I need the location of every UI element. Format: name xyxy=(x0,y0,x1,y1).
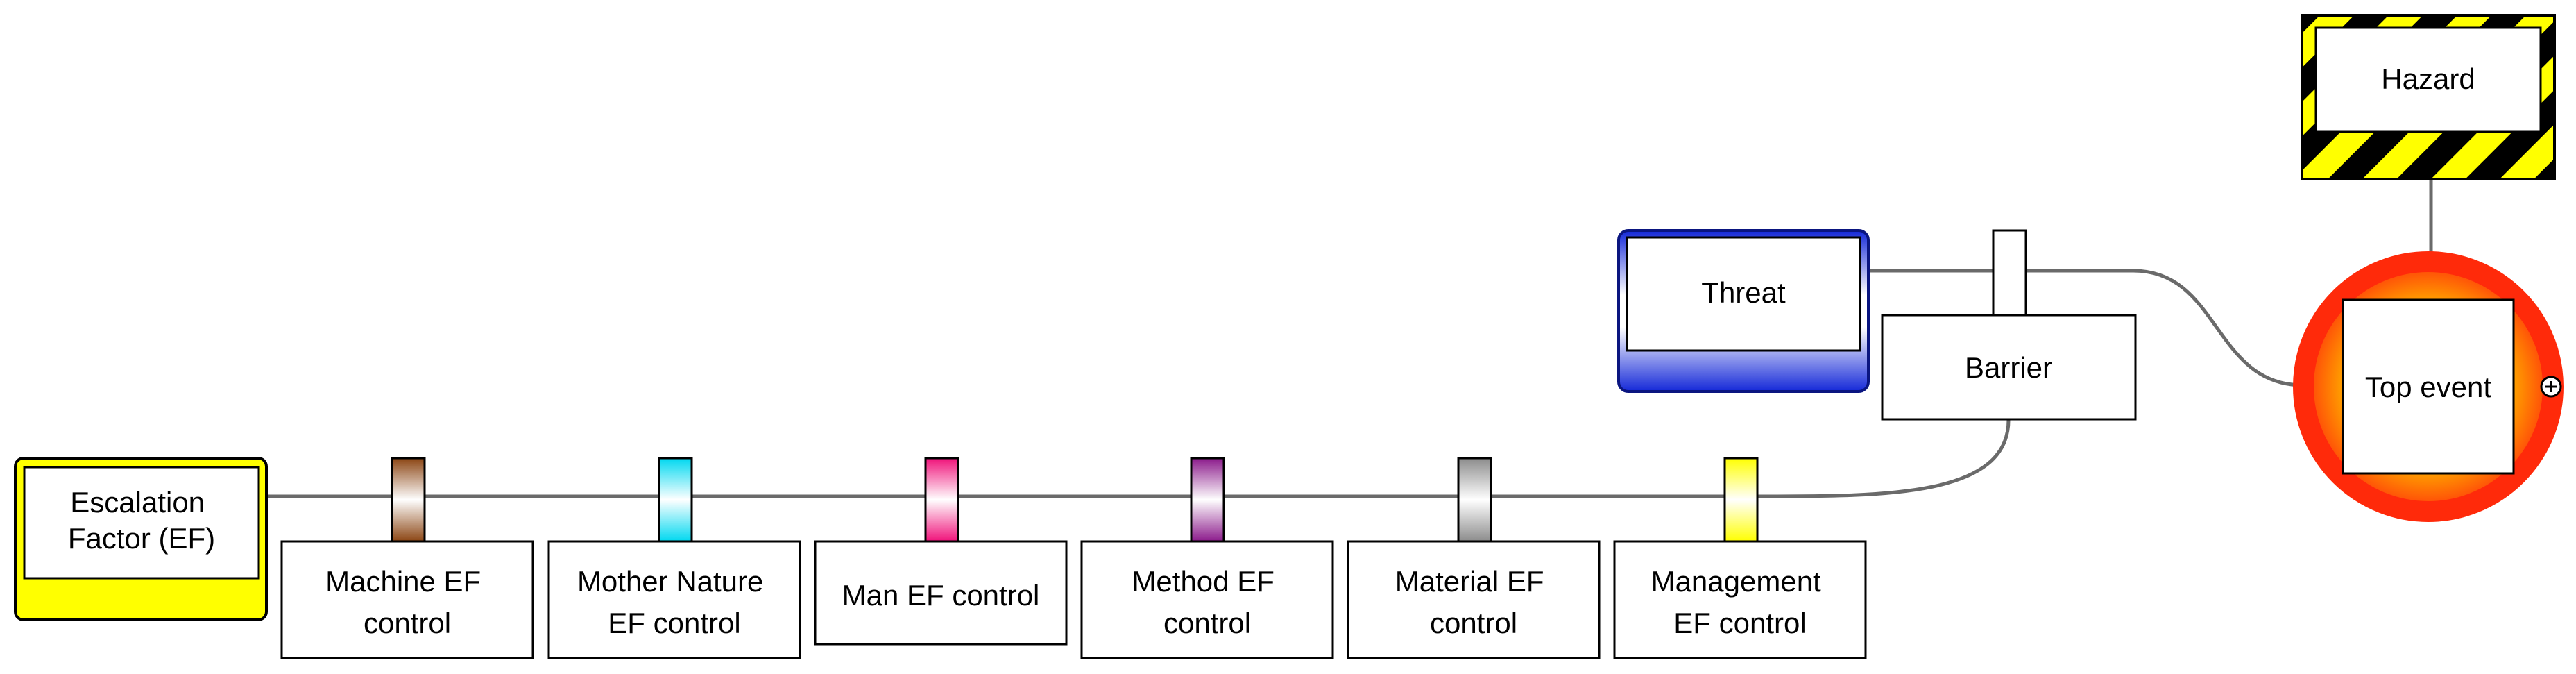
ef-control-box xyxy=(1347,540,1601,659)
ef-control-3[interactable]: Method EF control xyxy=(1080,457,1334,659)
top-event-label: Top event xyxy=(2365,371,2491,403)
threat-label-box xyxy=(1626,236,1861,352)
threat-node[interactable]: Threat xyxy=(1617,229,1870,393)
ef-control-tab xyxy=(924,457,959,543)
hazard-label-box xyxy=(2314,26,2542,133)
escalation-factor-line1: Escalation xyxy=(70,486,205,519)
ef-control-tab xyxy=(1723,457,1759,543)
escalation-factor-label-box xyxy=(23,466,260,580)
top-event-label-box xyxy=(2342,298,2515,475)
ef-control-box xyxy=(280,540,534,659)
connectors xyxy=(265,178,2433,498)
ef-control-5[interactable]: Management EF control xyxy=(1613,457,1867,659)
threat-to-top-event-line xyxy=(1866,269,2304,387)
ef-control-tab xyxy=(1190,457,1225,543)
barrier-label: Barrier xyxy=(1965,351,2052,384)
ef-control-tab xyxy=(658,457,693,543)
ef-control-box xyxy=(1613,540,1867,659)
ef-control-label: Method EF control xyxy=(1132,565,1282,639)
barrier-to-ef-line xyxy=(1762,419,2011,498)
barrier-tab xyxy=(1992,229,2027,317)
ef-control-label: Material EF control xyxy=(1395,565,1552,639)
ef-control-2[interactable]: Man EF control xyxy=(814,457,1068,646)
ef-control-label: Mother Nature EF control xyxy=(577,565,771,639)
barrier-node[interactable]: Barrier xyxy=(1881,229,2137,421)
escalation-factor-label: Escalation Factor (EF) xyxy=(68,486,215,555)
hazard-label: Hazard xyxy=(2381,62,2475,95)
ef-control-box xyxy=(814,540,1068,646)
ef-control-tab xyxy=(1457,457,1492,543)
barrier-box xyxy=(1881,314,2137,421)
ef-control-tab xyxy=(391,457,426,543)
top-event-node[interactable]: Top event xyxy=(2293,251,2564,522)
escalation-factor-node[interactable]: Escalation Factor (EF) xyxy=(14,457,268,621)
ef-control-label: Machine EF control xyxy=(325,565,489,639)
hazard-node[interactable]: Hazard xyxy=(2301,14,2556,180)
ef-control-0[interactable]: Machine EF control xyxy=(280,457,534,659)
ef-control-box xyxy=(1080,540,1334,659)
ef-control-4[interactable]: Material EF control xyxy=(1347,457,1601,659)
ef-control-1[interactable]: Mother Nature EF control xyxy=(547,457,801,659)
ef-control-label: Management EF control xyxy=(1651,565,1829,639)
escalation-factor-line2: Factor (EF) xyxy=(68,522,215,555)
circle-plus-icon[interactable] xyxy=(2540,376,2562,398)
threat-label: Threat xyxy=(1701,276,1786,309)
ef-control-box xyxy=(547,540,801,659)
ef-control-label: Man EF control xyxy=(842,579,1040,612)
